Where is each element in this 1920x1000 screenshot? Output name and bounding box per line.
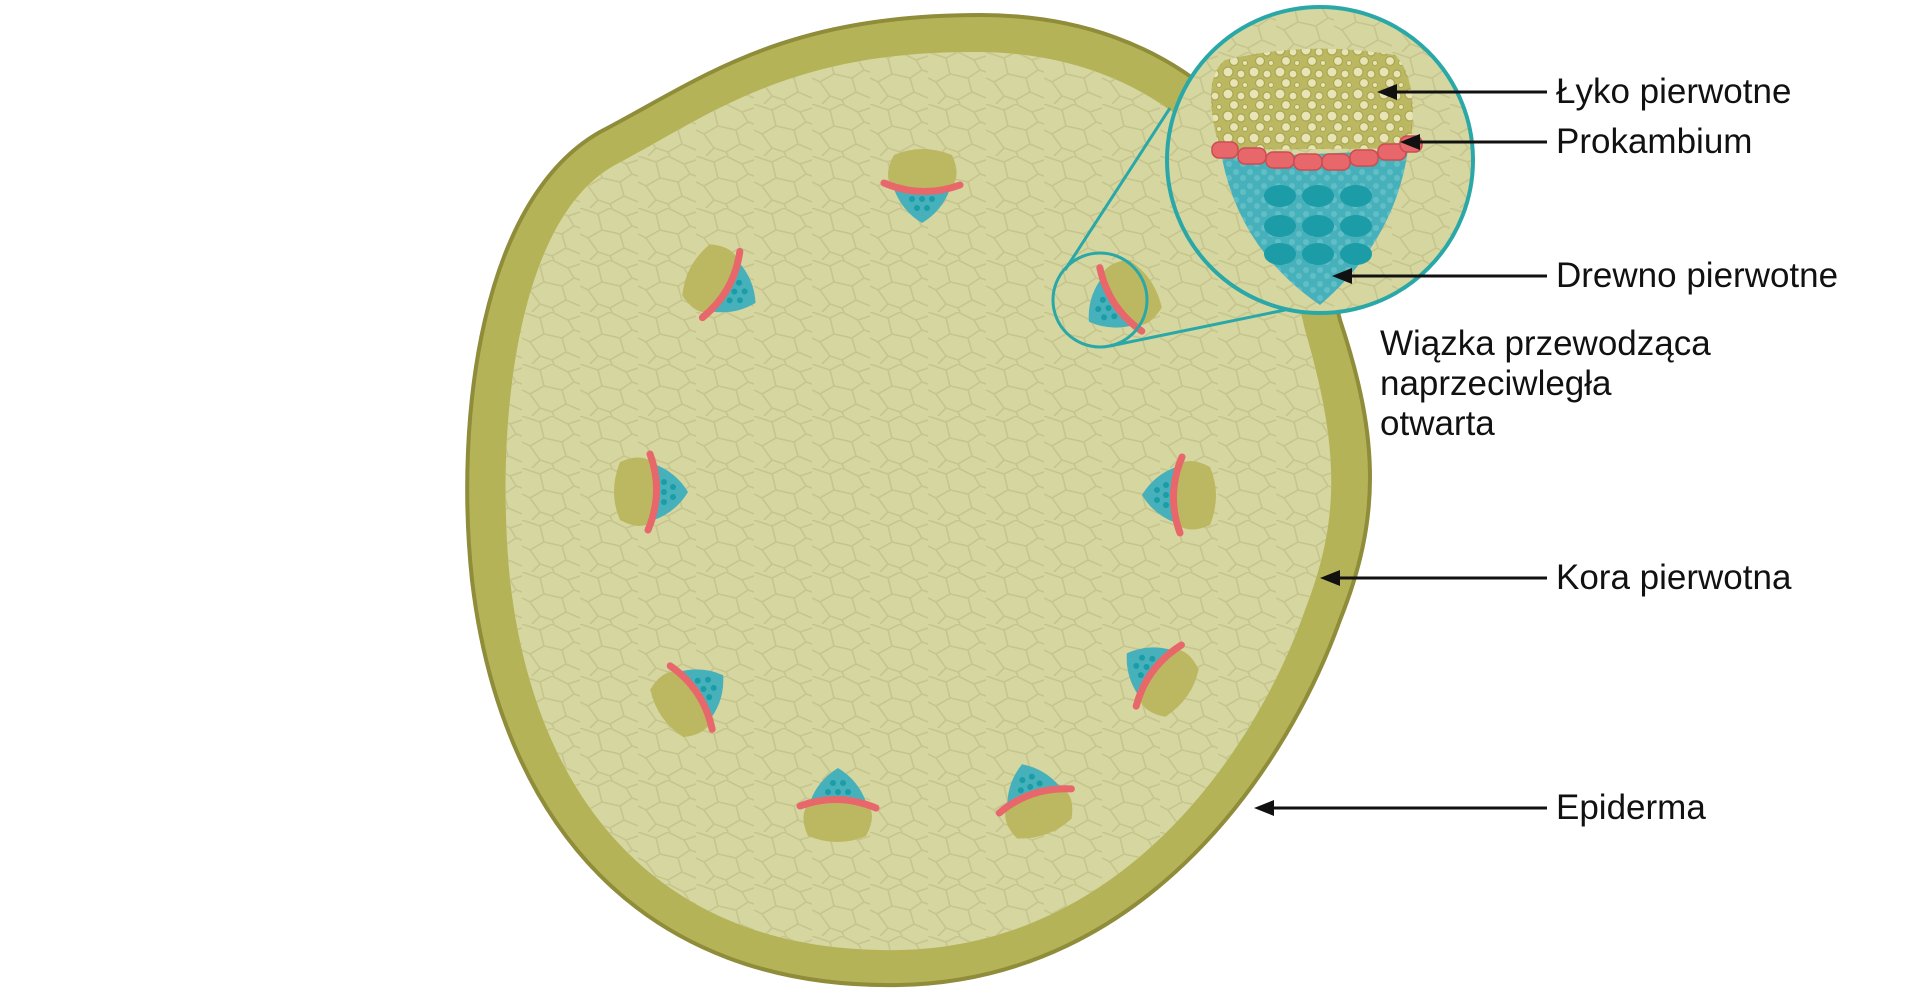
vascular-bundle-label: Wiązka przewodząca naprzeciwległa otwart… <box>1380 324 1711 444</box>
phloem-label: Łyko pierwotne <box>1556 72 1792 111</box>
zoom-connector-line <box>1109 308 1286 348</box>
xylem-vessels <box>1264 185 1372 265</box>
vascular-bundle <box>1126 641 1199 717</box>
vascular-bundle <box>995 764 1075 839</box>
vascular-bundle-label-line: naprzeciwległa <box>1380 364 1612 403</box>
leader-arrow <box>1320 570 1547 586</box>
vascular-bundle-label-line: otwarta <box>1380 404 1495 443</box>
leader-arrow <box>1332 268 1547 284</box>
leader-arrow <box>1400 134 1547 150</box>
vascular-bundle <box>880 149 964 223</box>
vascular-bundle <box>1142 453 1216 537</box>
cortex-label: Kora pierwotna <box>1556 558 1792 597</box>
epidermis-label: Epiderma <box>1556 788 1706 827</box>
vascular-bundle-label-line: Wiązka przewodząca <box>1380 324 1711 363</box>
vascular-bundle <box>614 450 688 534</box>
leader-arrow <box>1254 800 1547 816</box>
zoom-connector-line <box>1063 107 1172 271</box>
vascular-bundle <box>682 244 756 322</box>
procambium-label: Prokambium <box>1556 122 1753 161</box>
vascular-bundle <box>650 662 724 738</box>
highlight-ring <box>1051 251 1149 349</box>
vascular-bundle <box>796 768 880 842</box>
xylem-label: Drewno pierwotne <box>1556 256 1839 295</box>
magnified-bundle <box>1165 5 1475 315</box>
leader-arrow <box>1377 84 1547 100</box>
procambium-layer <box>1211 135 1423 171</box>
